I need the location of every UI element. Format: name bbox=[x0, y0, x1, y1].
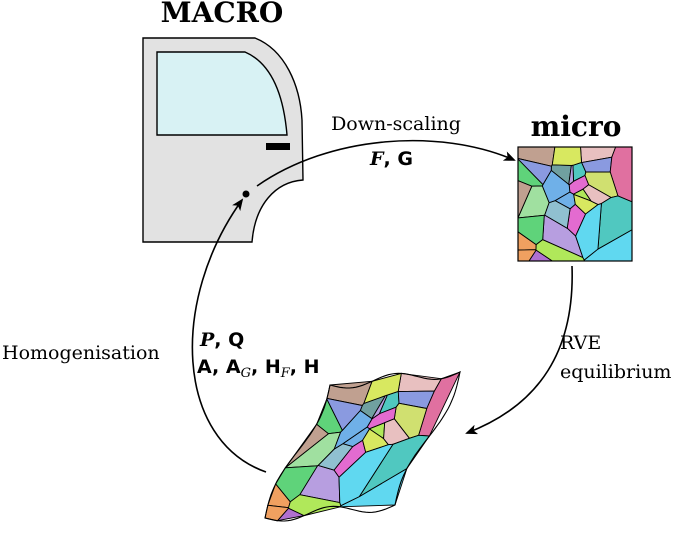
micro-grain bbox=[544, 200, 571, 229]
deformed-grain bbox=[338, 443, 394, 507]
material-point bbox=[242, 190, 250, 198]
micro-title: micro bbox=[531, 110, 622, 143]
rve-undeformed bbox=[517, 146, 633, 262]
deformed-grain bbox=[285, 423, 330, 468]
door-window bbox=[156, 51, 288, 136]
deformed-grain bbox=[317, 443, 354, 471]
rve-label-line2: equilibrium bbox=[560, 361, 671, 383]
micro-grain bbox=[518, 180, 533, 218]
micro-grain bbox=[575, 202, 602, 261]
deformed-outline bbox=[264, 371, 461, 522]
var-Q: , Q bbox=[214, 329, 244, 351]
downscaling-vars: F, G bbox=[369, 148, 413, 170]
rve-label-line1: RVE bbox=[560, 332, 601, 354]
homogenisation-label: Homogenisation bbox=[2, 342, 160, 364]
downscaling-arrow bbox=[256, 139, 516, 187]
micro-grain bbox=[518, 158, 552, 186]
micro-grain bbox=[518, 249, 537, 261]
deformed-grain bbox=[397, 372, 443, 393]
rve-deformed bbox=[264, 371, 461, 522]
homogenisation-vars-line2: A, AG, HF, H bbox=[197, 356, 320, 381]
car-door bbox=[142, 37, 304, 243]
door-handle bbox=[266, 143, 290, 150]
homogenisation-arrow bbox=[191, 198, 267, 473]
macro-title: MACRO bbox=[161, 0, 284, 29]
rve-equilibrium-arrow bbox=[465, 265, 573, 435]
micro-grain bbox=[551, 147, 583, 166]
var-P: P bbox=[199, 329, 215, 351]
homogenisation-vars-line1: P, Q bbox=[199, 329, 244, 351]
deformed-grain bbox=[326, 397, 363, 432]
var-G: , G bbox=[384, 148, 413, 170]
var-F: F bbox=[369, 148, 385, 170]
downscaling-label: Down-scaling bbox=[331, 113, 461, 135]
